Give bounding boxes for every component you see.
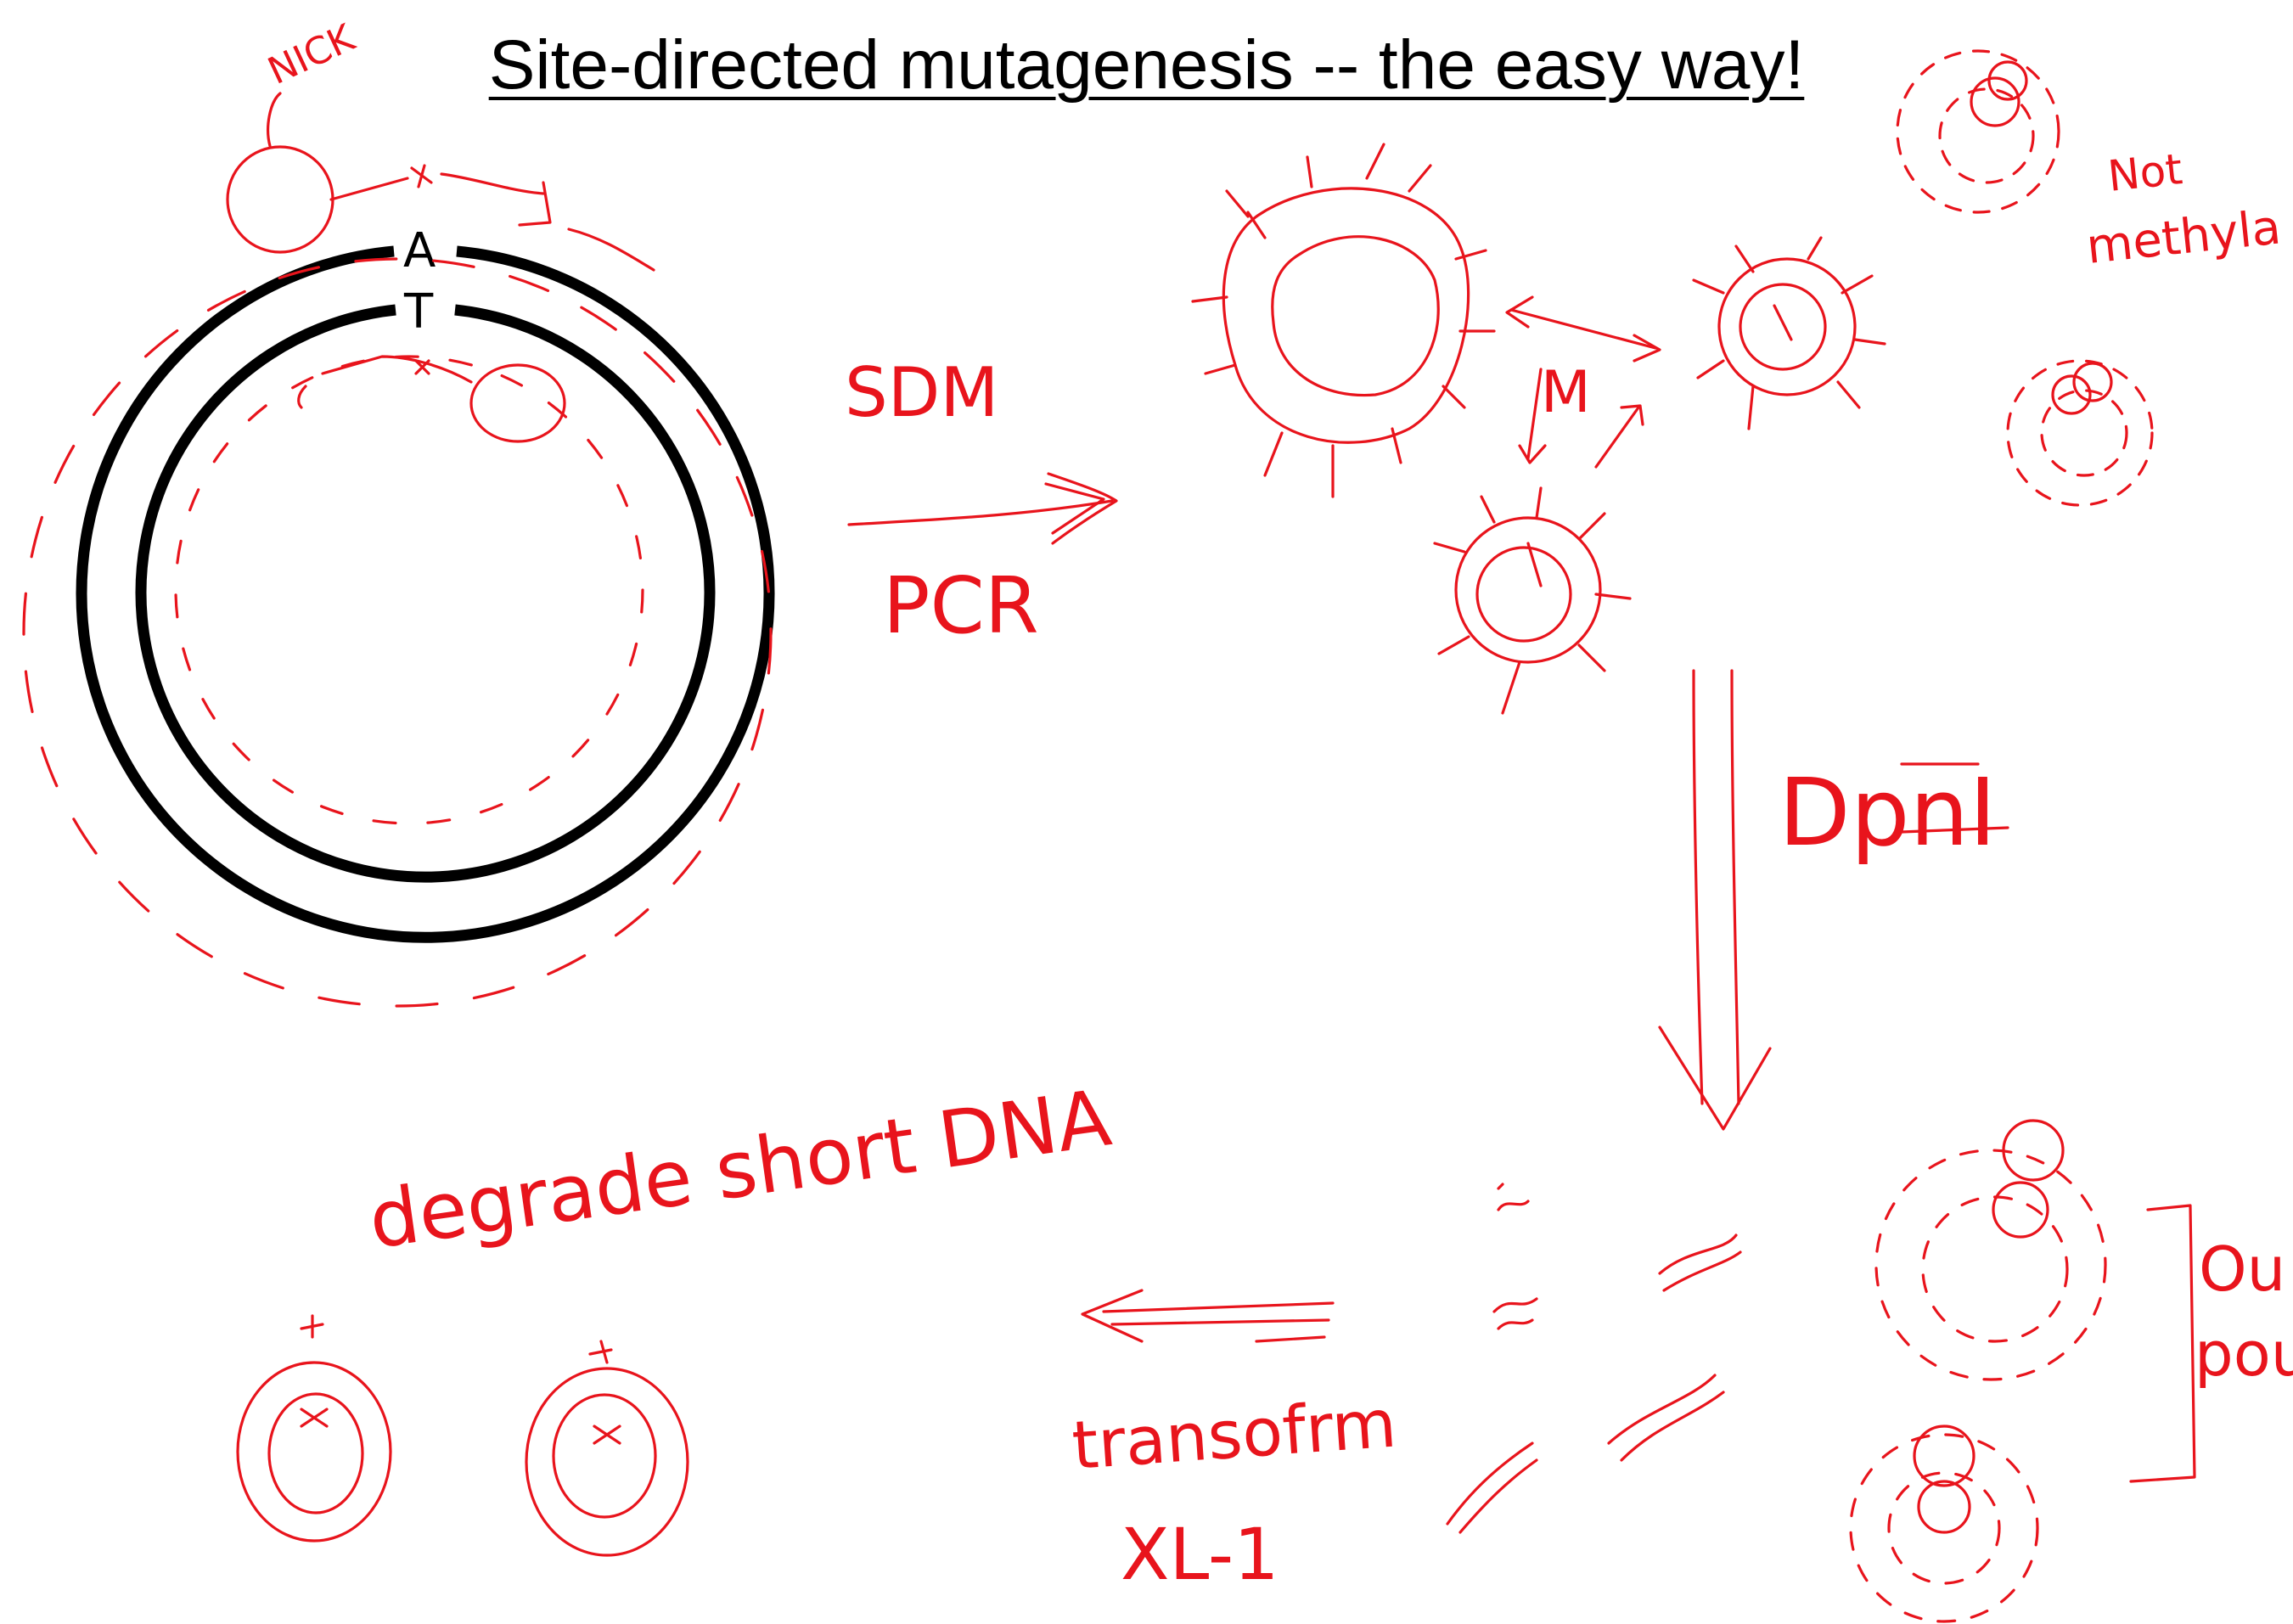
- transform-arrow: [1081, 1289, 1335, 1343]
- sdm-pcr-arrow: [847, 472, 1118, 545]
- mutant-plasmid-bottom: [1849, 1433, 2039, 1623]
- transformed-cell-right: [525, 1340, 689, 1557]
- base-a-label: A: [398, 228, 441, 275]
- digested-fragments: [1446, 1183, 1742, 1534]
- our-plasmid-bracket: [2129, 1204, 2196, 1483]
- transformed-cell-left: [236, 1314, 392, 1543]
- plasmid-label: pou: [2195, 1318, 2293, 1390]
- methylated-label: methyla: [2084, 199, 2284, 275]
- transform-label: transofrm: [1070, 1385, 1399, 1484]
- mutant-primer-top: [1992, 1119, 2065, 1239]
- base-t-label: T: [399, 289, 439, 336]
- unmethylated-primer-mid: [2051, 362, 2113, 415]
- inner-dashed-strand: [174, 355, 644, 825]
- pcr-product-circle-bottom: [1433, 486, 1632, 715]
- mutant-primer-bottom: [1913, 1425, 1975, 1534]
- unmethylated-primer-top: [1970, 60, 2028, 127]
- methylated-m-label: M: [1541, 359, 1591, 426]
- pcr-product-circle-right: [1692, 236, 1886, 430]
- outer-dashed-strand: [22, 257, 773, 1008]
- strain-label: XL-1: [1121, 1513, 1279, 1596]
- unmethylated-plasmid-top: [1896, 49, 2060, 214]
- pcr-label: PCR: [883, 560, 1039, 651]
- plasmid-inner-strand: [135, 304, 716, 883]
- handwritten-notes: NICK SDM PCR M Not methyla DpnI degrade …: [261, 16, 2293, 1596]
- our-label: Ou: [2199, 1233, 2285, 1305]
- plasmid-outer-strand: [76, 245, 775, 943]
- nick-label: NICK: [261, 16, 362, 93]
- nick-primer-circle: [226, 92, 655, 272]
- dpni-label: DpnI: [1779, 758, 1997, 867]
- mutant-plasmid-top: [1874, 1149, 2107, 1381]
- sdm-label: SDM: [845, 353, 998, 432]
- not-label: Not: [2105, 144, 2184, 201]
- unmethylated-plasmid-mid: [2006, 359, 2154, 507]
- dpni-underline: [1900, 762, 2009, 834]
- pcr-product-circle-large: [1191, 143, 1496, 498]
- slide-title: Site-directed mutagenesis -- the easy wa…: [488, 26, 1805, 104]
- inner-primer-circle: [297, 355, 566, 443]
- double-arrows: [1505, 295, 1661, 469]
- degrade-label: degrade short DNA: [363, 1072, 1116, 1266]
- dpni-arrow: [1658, 669, 1772, 1131]
